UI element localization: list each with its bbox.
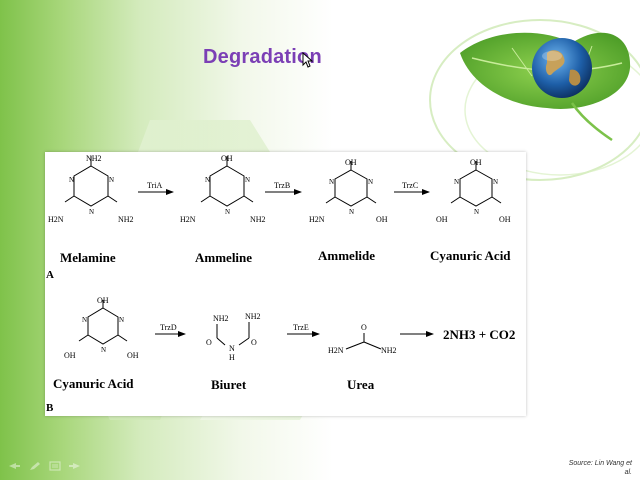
cyanuric-b-name: Cyanuric Acid (53, 376, 134, 391)
melamine-ring-n2: N (109, 176, 114, 184)
ammelide-group-top: OH (345, 158, 357, 167)
enzyme-trzd: TrzD (160, 323, 177, 332)
final-products: 2NH3 + CO2 (443, 327, 515, 342)
ammelide-ring-n3: N (349, 208, 354, 216)
menu-icon[interactable] (49, 461, 61, 471)
ammelide-name: Ammelide (318, 248, 375, 263)
ammeline-ring-n1: N (205, 176, 210, 184)
slideshow-nav-bar (9, 461, 80, 471)
biuret-atom-nh2-right: NH2 (245, 312, 261, 321)
panel-a-label: A (46, 269, 54, 281)
urea-atom-o: O (361, 323, 367, 332)
melamine-name: Melamine (60, 250, 116, 265)
urea-name: Urea (347, 377, 375, 392)
degradation-pathway-figure: NH2 H2N NH2 N N N Melamine TriA OH H2N N… (45, 152, 526, 416)
cyanuric-b-group-left: OH (64, 351, 76, 360)
melamine-group-right: NH2 (118, 215, 134, 224)
mouse-cursor-icon (302, 52, 314, 68)
cyanuric-a-group-top: OH (470, 158, 482, 167)
biuret-atom-n: N (229, 344, 235, 353)
ammelide-ring-n1: N (329, 178, 334, 186)
ammelide-group-right: OH (376, 215, 388, 224)
next-arrow-icon[interactable] (69, 463, 80, 469)
cyanuric-b-ring-n1: N (82, 316, 87, 324)
ammeline-group-right: NH2 (250, 215, 266, 224)
ammelide-ring-n2: N (368, 178, 373, 186)
cyanuric-b-group-right: OH (127, 351, 139, 360)
melamine-ring-n3: N (89, 208, 94, 216)
biuret-atom-h: H (229, 353, 235, 362)
cyanuric-a-group-right: OH (499, 215, 511, 224)
enzyme-trzc: TrzC (402, 181, 418, 190)
ammeline-group-top: OH (221, 154, 233, 163)
biuret-atom-o-right: O (251, 338, 257, 347)
leaf-globe-icon (460, 32, 631, 142)
biuret-atom-nh2-left: NH2 (213, 314, 229, 323)
cyanuric-a-name: Cyanuric Acid (430, 248, 511, 263)
cyanuric-a-group-left: OH (436, 215, 448, 224)
enzyme-trzb: TrzB (274, 181, 290, 190)
slide-title: Degradation (203, 46, 322, 68)
cyanuric-a-ring-n2: N (493, 178, 498, 186)
urea-atom-h2n: H2N (328, 346, 344, 355)
prev-arrow-icon[interactable] (9, 463, 20, 469)
cyanuric-b-ring-n3: N (101, 346, 106, 354)
enzyme-trze: TrzE (293, 323, 309, 332)
molecule-cyanuric-acid-a: OH OH OH N N N Cyanuric Acid (430, 158, 511, 263)
enzyme-tria: TriA (147, 181, 162, 190)
molecule-ammeline: OH H2N NH2 N N N Ammeline (180, 154, 266, 265)
cyanuric-a-ring-n1: N (454, 178, 459, 186)
biuret-name: Biuret (211, 377, 247, 392)
melamine-group-left: H2N (48, 215, 64, 224)
cyanuric-a-ring-n3: N (474, 208, 479, 216)
melamine-ring-n1: N (69, 176, 74, 184)
melamine-group-top: NH2 (86, 154, 102, 163)
biuret-atom-o-left: O (206, 338, 212, 347)
cyanuric-b-group-top: OH (97, 296, 109, 305)
molecule-ammelide: OH H2N OH N N N Ammelide (309, 158, 388, 263)
panel-b-label: B (46, 402, 54, 414)
ammelide-group-left: H2N (309, 215, 325, 224)
urea-atom-nh2: NH2 (381, 346, 397, 355)
pen-icon[interactable] (30, 462, 40, 470)
molecule-biuret: NH2 NH2 O O N H Biuret (206, 312, 261, 392)
molecule-melamine: NH2 H2N NH2 N N N Melamine (48, 154, 134, 265)
ammeline-name: Ammeline (195, 250, 252, 265)
molecule-urea: O H2N NH2 Urea (328, 323, 397, 392)
ammeline-ring-n2: N (245, 176, 250, 184)
cyanuric-b-ring-n2: N (119, 316, 124, 324)
ammeline-ring-n3: N (225, 208, 230, 216)
ammeline-group-left: H2N (180, 215, 196, 224)
source-citation: Source: Lin Wang et al. (568, 460, 632, 476)
molecule-cyanuric-acid-b: OH OH OH N N N Cyanuric Acid (53, 296, 139, 391)
